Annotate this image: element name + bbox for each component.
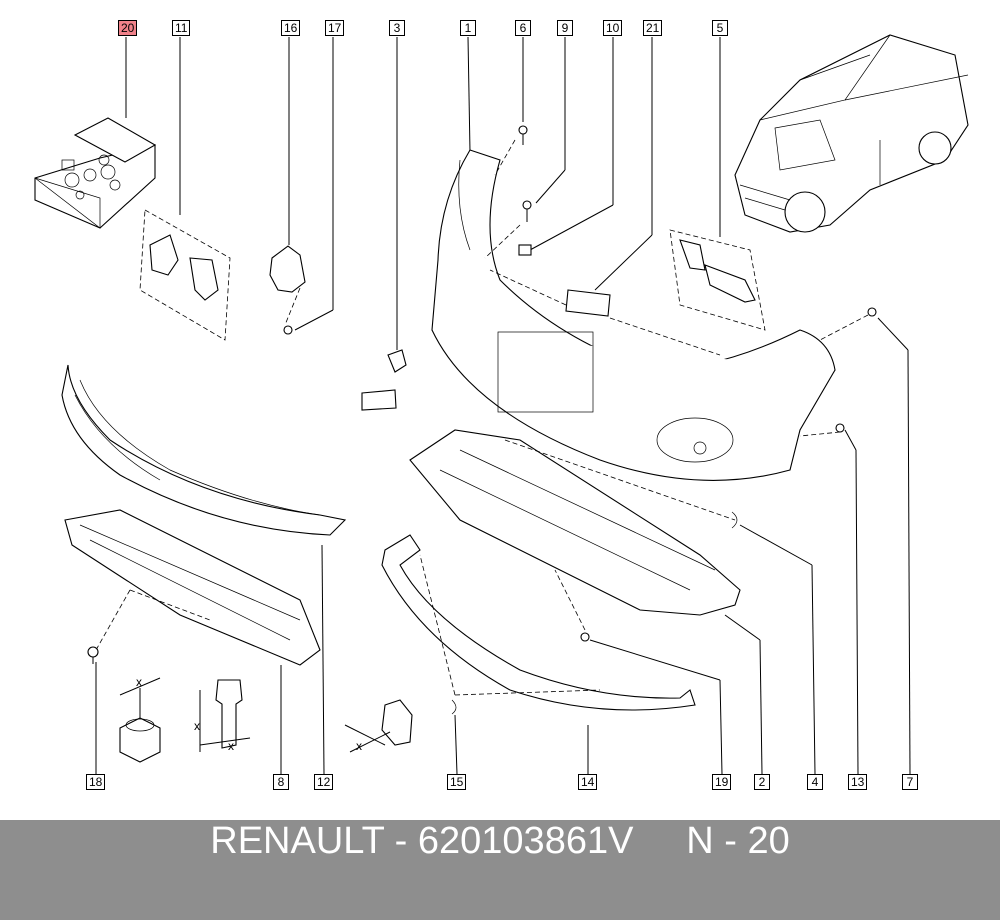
lower-grille: [61, 364, 347, 536]
part-label-13: 13: [848, 774, 868, 790]
front-bumper: [431, 149, 836, 481]
part-label-15: 15: [447, 774, 467, 790]
footer-bar: RENAULT - 620103861V N - 20: [0, 820, 1000, 920]
part-label-12: 12: [314, 774, 334, 790]
spoiler-lip: [381, 534, 696, 711]
tow-hook-cover: [361, 349, 407, 411]
van-illustration: [734, 34, 969, 233]
part-label-17: 17: [325, 20, 345, 36]
dim-mark-2: x: [194, 719, 200, 733]
part-label-4: 4: [807, 774, 823, 790]
impact-absorber: [64, 509, 321, 666]
leader-lines: [95, 36, 911, 775]
part-label-2: 2: [754, 774, 770, 790]
fastener-clips: [451, 307, 877, 715]
part-label-3: 3: [389, 20, 405, 36]
dim-mark-1: x: [136, 675, 142, 689]
badge-plate: [489, 269, 721, 356]
fastener-kit-box: [34, 117, 157, 229]
small-bracket: [344, 699, 413, 753]
part-label-19: 19: [712, 774, 732, 790]
part-label-7: 7: [902, 774, 918, 790]
part-label-9: 9: [557, 20, 573, 36]
dim-mark-3: x: [228, 739, 234, 753]
part-label-5: 5: [712, 20, 728, 36]
part-label-11: 11: [172, 20, 191, 36]
part-label-10: 10: [603, 20, 623, 36]
side-brackets: [139, 209, 231, 341]
undertray: [409, 429, 741, 631]
diagram-drawing: x x x x: [34, 34, 969, 775]
part-label-14: 14: [578, 774, 598, 790]
dim-mark-4: x: [356, 739, 362, 753]
part-label-18: 18: [86, 774, 106, 790]
footer-caption: RENAULT - 620103861V N - 20: [210, 820, 790, 862]
parts-diagram: x x x x 20 11 16 17 3 1 6 9 10 21 5 18 8…: [34, 20, 969, 790]
part-label-6: 6: [515, 20, 531, 36]
upper-bracket: [669, 229, 766, 331]
mounting-clip: [269, 245, 306, 335]
part-label-20: 20: [118, 20, 138, 36]
part-label-8: 8: [273, 774, 289, 790]
screw: [87, 646, 99, 664]
part-label-16: 16: [281, 20, 301, 36]
nut-and-bolt: [119, 677, 251, 763]
dimension-marks: x x x x: [136, 675, 362, 753]
part-label-1: 1: [460, 20, 476, 36]
part-label-21: 21: [643, 20, 663, 36]
small-clips: [484, 125, 532, 259]
